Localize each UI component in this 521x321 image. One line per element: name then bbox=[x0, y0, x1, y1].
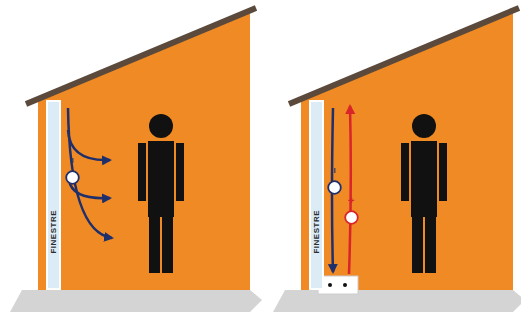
cold-air-arrow bbox=[68, 130, 110, 160]
minus-sign: − bbox=[327, 180, 342, 195]
roof bbox=[289, 8, 519, 104]
person-head bbox=[412, 114, 436, 138]
window-label: FINESTRE bbox=[312, 210, 321, 254]
person-leg bbox=[149, 217, 160, 273]
person bbox=[138, 114, 184, 273]
person-leg bbox=[162, 217, 173, 273]
sign-symbol: + bbox=[347, 197, 357, 203]
sign-circle bbox=[327, 180, 342, 195]
sign-circle bbox=[66, 171, 79, 184]
person-head bbox=[149, 114, 173, 138]
radiator-dot bbox=[343, 283, 347, 287]
sign-symbol: − bbox=[68, 157, 78, 163]
floor bbox=[10, 290, 262, 312]
sign-circle bbox=[345, 211, 358, 224]
person-body bbox=[148, 141, 174, 217]
person bbox=[401, 114, 447, 273]
person-body bbox=[411, 141, 437, 217]
window: FINESTRE− bbox=[46, 100, 61, 290]
radiator-dot bbox=[328, 283, 332, 287]
sign-symbol: − bbox=[330, 167, 340, 173]
sign-circle bbox=[328, 181, 341, 194]
person-leg bbox=[425, 217, 436, 273]
person-leg bbox=[412, 217, 423, 273]
sign-circle bbox=[65, 170, 80, 185]
person-arm bbox=[176, 143, 184, 201]
plus-sign: + bbox=[344, 210, 359, 225]
person-arm bbox=[401, 143, 409, 201]
minus-sign: − bbox=[65, 170, 80, 185]
radiator bbox=[318, 276, 358, 294]
warm-air-arrow bbox=[349, 106, 351, 274]
window: FINESTRE−+ bbox=[309, 100, 324, 290]
window-label: FINESTRE bbox=[49, 210, 58, 254]
floor bbox=[273, 290, 521, 312]
person-arm bbox=[439, 143, 447, 201]
sign-circle bbox=[344, 210, 359, 225]
person-arm bbox=[138, 143, 146, 201]
roof bbox=[26, 8, 256, 104]
